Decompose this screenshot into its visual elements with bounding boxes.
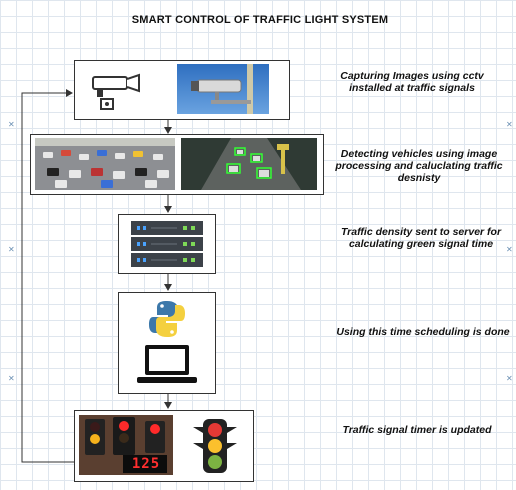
python-logo-icon <box>149 301 185 337</box>
server-rack-icon <box>131 221 203 267</box>
step-timer-description: Traffic signal timer is updated <box>342 424 492 436</box>
vehicle-detection-photo <box>181 138 317 190</box>
grid-marker: ✕ <box>506 245 513 254</box>
traffic-light-icon <box>193 419 237 473</box>
cctv-icon <box>92 73 140 110</box>
grid-marker: ✕ <box>506 120 513 129</box>
step-server-description: Traffic density sent to server for calcu… <box>340 226 502 250</box>
step-scheduling-description: Using this time scheduling is done <box>336 326 510 338</box>
step-capture-box <box>74 60 290 120</box>
step-capture-description: Capturing Images using cctv installed at… <box>340 70 484 94</box>
grid-marker: ✕ <box>506 374 513 383</box>
step-scheduling-box <box>118 292 216 394</box>
timer-display: 125 <box>131 456 161 472</box>
grid-marker: ✕ <box>8 245 15 254</box>
step-detection-box <box>30 134 324 195</box>
step-detection-description: Detecting vehicles using image processin… <box>335 148 503 184</box>
laptop-icon <box>137 345 197 383</box>
diagram-title: SMART CONTROL OF TRAFFIC LIGHT SYSTEM <box>131 14 389 26</box>
step-server-box <box>118 214 216 274</box>
highway-traffic-photo <box>35 138 175 190</box>
grid-marker: ✕ <box>8 374 15 383</box>
grid-marker: ✕ <box>8 120 15 129</box>
cctv-camera-photo <box>177 64 269 114</box>
signal-timer-photo: 125 <box>79 415 173 475</box>
step-timer-box: 125 <box>74 410 254 482</box>
